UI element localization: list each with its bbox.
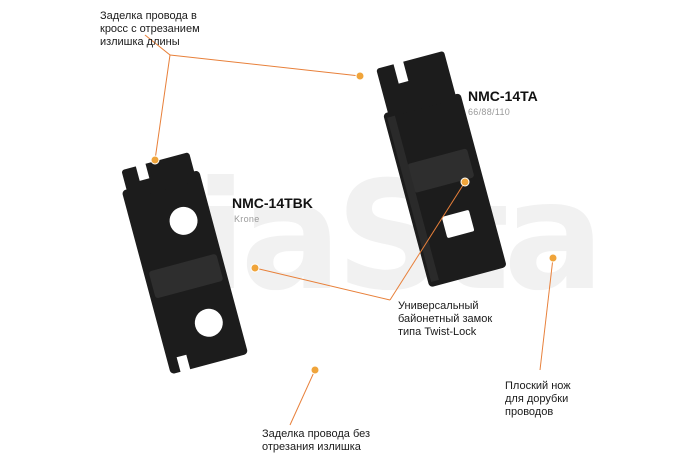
window-hole bbox=[442, 210, 475, 238]
callout-dot bbox=[355, 71, 365, 81]
callout-label-blade: Плоский нож для дорубки проводов bbox=[505, 380, 571, 418]
callout-dots bbox=[150, 71, 558, 375]
tip-slot bbox=[133, 154, 150, 181]
callout-line-bayonet-1 bbox=[389, 181, 466, 301]
twist-lock bbox=[149, 254, 223, 299]
tip-slot bbox=[390, 52, 409, 84]
callout-line-top-left bbox=[144, 34, 171, 161]
tool-nmc-14tbk bbox=[122, 152, 248, 377]
product-subtitle-nmc-14tbk: Krone bbox=[234, 214, 260, 224]
callout-dot bbox=[250, 263, 260, 273]
callout-line-bayonet-2 bbox=[254, 267, 391, 301]
round-hole bbox=[169, 206, 198, 235]
tool-nmc-14ta bbox=[376, 51, 506, 287]
callout-line-bottom bbox=[289, 369, 316, 426]
product-subtitle-nmc-14ta: 66/88/110 bbox=[468, 107, 511, 117]
callout-dot bbox=[548, 253, 558, 263]
tool-body bbox=[383, 93, 506, 287]
callout-line-blade bbox=[539, 257, 554, 371]
tip-slot bbox=[176, 354, 192, 377]
callout-dot bbox=[460, 177, 470, 187]
round-hole bbox=[194, 308, 223, 337]
callout-label-bayonet: Универсальный байонетный замок типа Twis… bbox=[398, 300, 493, 338]
callout-label-bottom: Заделка провода без отрезания излишка bbox=[262, 428, 371, 453]
callout-label-top-left: Заделка провода в кросс с отрезанием изл… bbox=[100, 10, 200, 48]
tool-tip bbox=[122, 152, 197, 199]
product-title-nmc-14tbk: NMC-14TBK bbox=[232, 195, 313, 211]
callout-dot bbox=[150, 155, 160, 165]
twist-lock bbox=[407, 148, 474, 193]
callout-lines bbox=[144, 34, 554, 426]
callout-line-top-left-2 bbox=[169, 54, 361, 77]
product-title-nmc-14ta: NMC-14TA bbox=[468, 88, 538, 104]
callout-dot bbox=[310, 365, 320, 375]
tool-edge bbox=[387, 115, 439, 282]
